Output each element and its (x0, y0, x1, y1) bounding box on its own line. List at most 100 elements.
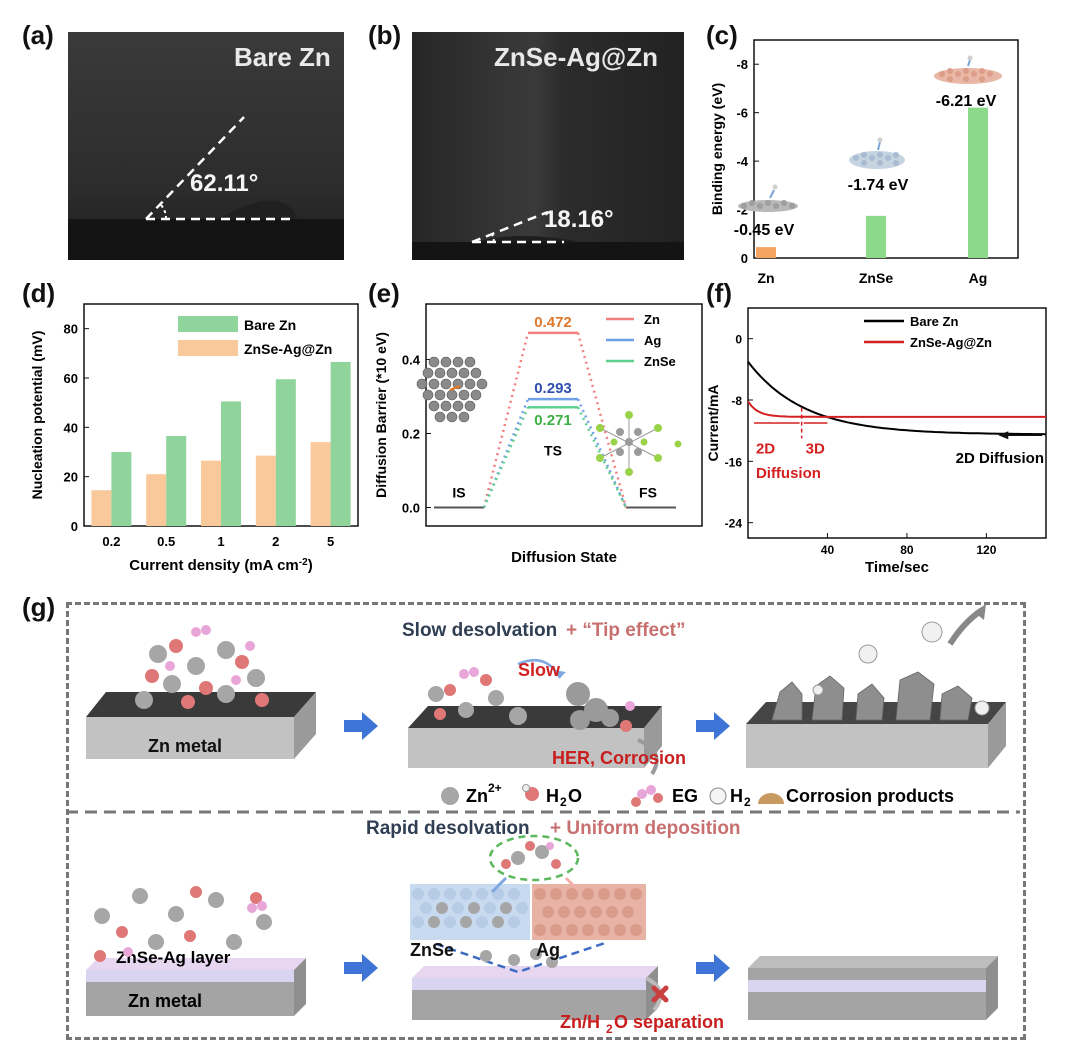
e-connector (576, 398, 628, 509)
c-bar (866, 215, 886, 258)
f-legend-label: Bare Zn (910, 314, 958, 329)
e-state-fs: FS (639, 485, 657, 501)
tip-effect-title: + “Tip effect” (566, 620, 685, 641)
e-ytick-label: 0.4 (402, 353, 421, 368)
arrow-to-znse (490, 876, 508, 894)
solvated-ions-cluster-2 (94, 886, 272, 962)
contact-angle-photo-znse-ag: ZnSe-Ag@Zn 18.16° (412, 32, 684, 260)
legend-h2o-a: H (546, 786, 559, 806)
d-bar (111, 452, 132, 526)
f-ytick-label: -24 (725, 517, 743, 531)
e-legend-label: ZnSe (644, 354, 676, 369)
ag-slab-block (532, 884, 646, 940)
e-plot-frame (425, 303, 703, 527)
d-xlabel: Current density (mA cm-2) (129, 557, 312, 575)
d-xtick-label: 2 (272, 534, 279, 549)
legend-h2o-b: O (568, 786, 582, 806)
f-xtick-label: 80 (900, 543, 914, 557)
f-xlabel: Time/sec (865, 559, 929, 576)
ions-step-2 (428, 667, 635, 732)
e-barrier-label: 0.472 (534, 314, 572, 331)
arrow-to-ag (564, 876, 580, 892)
f-annot-2d: 2D (756, 441, 775, 458)
corrosion-product-icon (758, 793, 784, 804)
zn-metal-slab-2 (408, 706, 662, 768)
d-ylabel: Nucleation potential (mV) (29, 331, 45, 500)
zn-slab-icon (738, 184, 798, 212)
panel-label-c: (c) (706, 20, 738, 50)
f-legend-label: ZnSe-Ag@Zn (910, 335, 992, 350)
panel-label-d: (d) (22, 278, 56, 308)
legend-zn-sup: 2+ (488, 781, 502, 795)
arrow-right-icon (344, 712, 378, 740)
f-annot-diffusion: Diffusion (756, 465, 821, 482)
scheme-frame (66, 602, 1026, 1040)
dendrites (771, 671, 973, 721)
h2-bubble-icon (709, 787, 727, 805)
f-series-bare-zn (747, 361, 1047, 436)
legend-h2o-sub: 2 (560, 795, 567, 809)
h2-bubbles (812, 621, 990, 716)
f-xtick-label: 40 (821, 543, 835, 557)
zn-metal-slab-6 (748, 956, 998, 1020)
e-state-ts: TS (544, 443, 562, 459)
e-barrier-label: 0.271 (534, 412, 572, 429)
slow-label: Slow (518, 660, 561, 680)
c-bar (968, 107, 988, 258)
d-bar (310, 442, 331, 526)
f-ytick-label: -8 (731, 394, 742, 408)
f-arrowhead (998, 431, 1009, 440)
c-xtick-label: Ag (969, 270, 988, 286)
deposited-ions (480, 948, 558, 968)
c-ytick-label: -6 (736, 106, 748, 121)
d-bar (221, 401, 241, 526)
panel-label-f: (f) (706, 278, 732, 308)
c-value-label: -1.74 eV (848, 177, 909, 194)
cluster-ions (501, 841, 561, 869)
d-bar (255, 455, 276, 526)
ag-slab-icon (934, 55, 1002, 84)
d-xtick-label: 5 (327, 534, 334, 549)
zn-metal-slab-4 (86, 958, 306, 1016)
legend-zn: Zn (466, 786, 488, 806)
deposition-path (435, 940, 609, 974)
panel-label-a: (a) (22, 20, 54, 50)
f-series-znse-ag (747, 400, 1046, 418)
e-connector (482, 398, 530, 508)
separation-label-b: O separation (614, 1012, 724, 1032)
zn-metal-label-1: Zn metal (148, 736, 222, 756)
zn-ion-icon (441, 787, 459, 805)
rapid-desolvation-title: Rapid desolvation (366, 818, 530, 839)
panel-label-e: (e) (368, 278, 400, 308)
e-connector (576, 332, 628, 508)
d-ytick-label: 60 (64, 371, 78, 386)
photo-b-angle: 18.16° (544, 206, 614, 233)
f-plot-frame (747, 307, 1047, 539)
d-xtick-label: 0.5 (157, 534, 175, 549)
d-legend-label: ZnSe-Ag@Zn (244, 341, 332, 357)
c-xtick-label: Zn (757, 270, 774, 286)
eg-icon (631, 785, 663, 807)
c-ytick-label: -2 (736, 203, 748, 218)
d-bar (330, 361, 351, 526)
e-connector (482, 406, 530, 509)
solvation-cluster-ring (488, 834, 580, 882)
f-annot-3d: 3D (806, 441, 825, 458)
d-ytick-label: 40 (64, 420, 78, 435)
arrow-right-icon (344, 954, 378, 982)
f-ytick-label: 0 (735, 333, 742, 347)
her-curve-arrow (637, 738, 659, 776)
scheme-legend: Zn 2+ H 2 O EG H 2 Corrosion products (441, 781, 954, 809)
photo-a-angle: 62.11° (190, 170, 259, 197)
f-ylabel: Current/mA (705, 384, 721, 461)
legend-h2-sub: 2 (744, 795, 751, 809)
e-ytick-label: 0.0 (402, 501, 420, 516)
scheme-divider (66, 810, 1020, 814)
slow-desolvation-title: Slow desolvation (402, 620, 557, 641)
zn-metal-slab-5 (412, 966, 658, 1020)
znse-label: ZnSe (410, 940, 454, 960)
